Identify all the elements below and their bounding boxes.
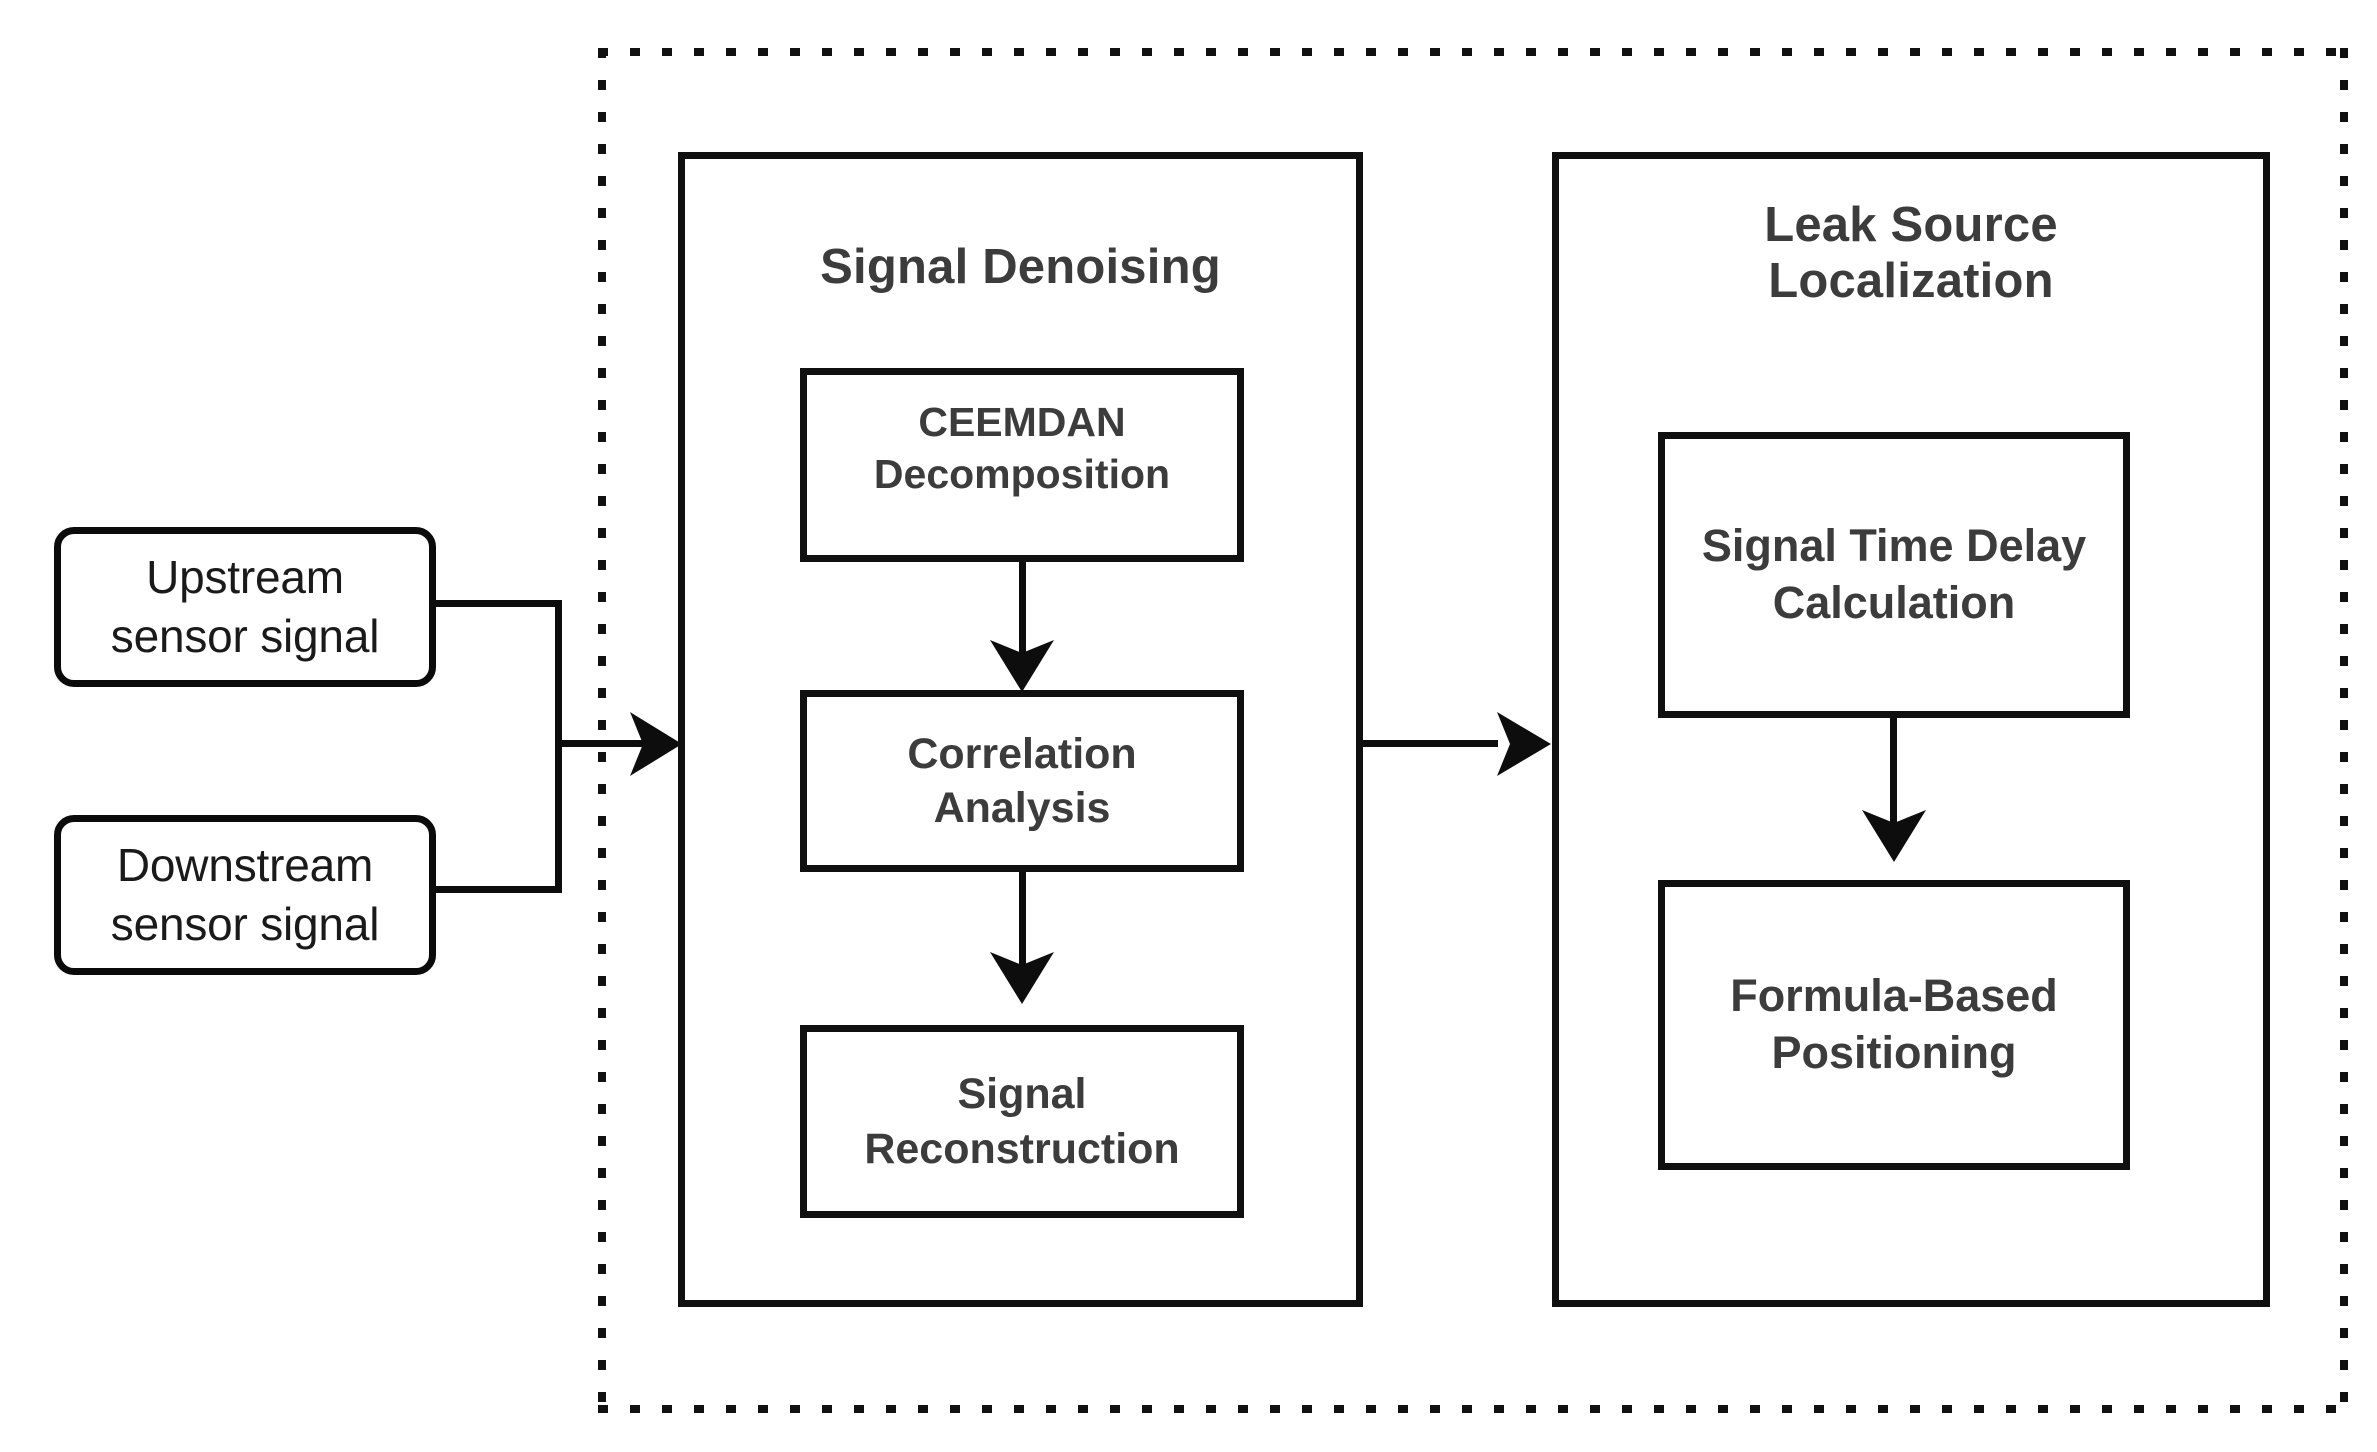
connector-denoising-to-localization (1363, 740, 1498, 747)
arrow-right-icon-denoising-to-localization (1497, 712, 1551, 776)
process-label-correlation-analysis: Correlation Analysis (907, 729, 1137, 832)
arrow-down-icon-ceemdan-to-correlation (990, 640, 1054, 692)
process-label-formula-based-positioning: Formula-Based Positioning (1730, 970, 2058, 1078)
input-label-upstream: Upstream sensor signal (110, 551, 380, 662)
process-box-ceemdan-decomposition[interactable]: CEEMDAN Decomposition (800, 368, 1244, 562)
process-box-signal-time-delay-calculation[interactable]: Signal Time Delay Calculation (1658, 432, 2130, 718)
arrow-down-icon-time-delay-to-positioning (1862, 810, 1926, 862)
connector-bus-to-denoising (555, 740, 645, 747)
process-label-ceemdan-decomposition: CEEMDAN Decomposition (873, 399, 1171, 497)
process-box-correlation-analysis[interactable]: Correlation Analysis (800, 690, 1244, 872)
arrow-right-icon-inputs-to-denoising (630, 712, 682, 776)
process-label-signal-time-delay-calculation: Signal Time Delay Calculation (1701, 520, 2087, 628)
input-label-downstream: Downstream sensor signal (110, 839, 380, 950)
process-label-signal-reconstruction: Signal Reconstruction (864, 1070, 1180, 1173)
connector-time-delay-to-positioning (1890, 718, 1897, 828)
stage-title-leak-source-localization: Leak Source Localization (1764, 198, 2058, 308)
input-box-upstream-sensor-signal[interactable]: Upstream sensor signal (54, 527, 436, 687)
connector-ceemdan-to-correlation (1019, 562, 1026, 658)
connector-upstream-to-bus (430, 600, 562, 607)
connector-correlation-to-reconstruction (1019, 872, 1026, 970)
process-box-formula-based-positioning[interactable]: Formula-Based Positioning (1658, 880, 2130, 1170)
input-box-downstream-sensor-signal[interactable]: Downstream sensor signal (54, 815, 436, 975)
process-box-signal-reconstruction[interactable]: Signal Reconstruction (800, 1025, 1244, 1218)
stage-title-signal-denoising: Signal Denoising (820, 240, 1221, 294)
arrow-down-icon-correlation-to-reconstruction (990, 952, 1054, 1004)
connector-downstream-to-bus (430, 886, 562, 893)
